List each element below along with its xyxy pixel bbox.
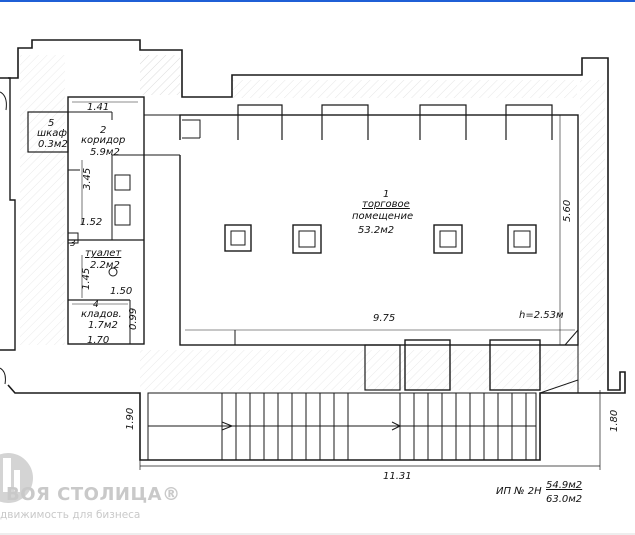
room-2-number: 2 [100, 125, 106, 136]
dim-0-99: 0.99 [128, 308, 139, 330]
watermark-subtitle: движимость для бизнеса [0, 509, 141, 521]
room-3-area: 2.2м2 [90, 260, 120, 271]
dim-1-50: 1.50 [110, 286, 132, 297]
room-4-name: кладов. [81, 309, 122, 320]
room-2-name: коридор [81, 135, 125, 146]
summary-total-1: 54.9м2 [546, 480, 582, 491]
watermark-title: ВОЯ СТОЛИЦА® [6, 484, 181, 505]
room-3-name: туалет [85, 248, 122, 259]
room-3-number: 3 [70, 239, 76, 249]
window-niches [237, 104, 553, 140]
room-5-area: 0.3м2 [38, 139, 68, 150]
columns [224, 224, 537, 254]
room-1-name-line1: торговое [362, 199, 410, 210]
dim-1-90: 1.90 [125, 408, 136, 430]
room-4-area: 1.7м2 [88, 320, 118, 331]
room-2-area: 5.9м2 [90, 147, 120, 158]
dim-1-52: 1.52 [80, 217, 102, 228]
summary-total-2: 63.0м2 [546, 494, 582, 505]
room-1-area: 53.2м2 [358, 225, 394, 236]
ceiling-height: h=2.53м [519, 310, 564, 321]
room-5-name: шкаф [37, 128, 67, 139]
room-4-number: 4 [93, 300, 99, 310]
dim-1-70: 1.70 [87, 335, 109, 346]
dim-11-31: 11.31 [383, 471, 412, 482]
building-logo-icon [0, 453, 33, 503]
dim-5-60: 5.60 [562, 200, 573, 222]
dim-3-45: 3.45 [82, 168, 93, 190]
building-outline [7, 39, 626, 461]
room-1-number: 1 [383, 189, 389, 200]
room-1-name-line2: помещение [352, 211, 413, 222]
dim-1-80: 1.80 [609, 410, 620, 432]
dim-9-75: 9.75 [373, 313, 395, 324]
summary-label: ИП № 2Н [496, 486, 542, 497]
dim-1-41: 1.41 [87, 102, 109, 113]
staircase [147, 392, 537, 461]
watermark: ВОЯ СТОЛИЦА® движимость для бизнеса [0, 453, 200, 535]
dim-1-45: 1.45 [81, 268, 92, 290]
wall-hatch [140, 55, 180, 95]
room-5-number: 5 [48, 118, 54, 129]
left-rooms-block [67, 96, 145, 345]
